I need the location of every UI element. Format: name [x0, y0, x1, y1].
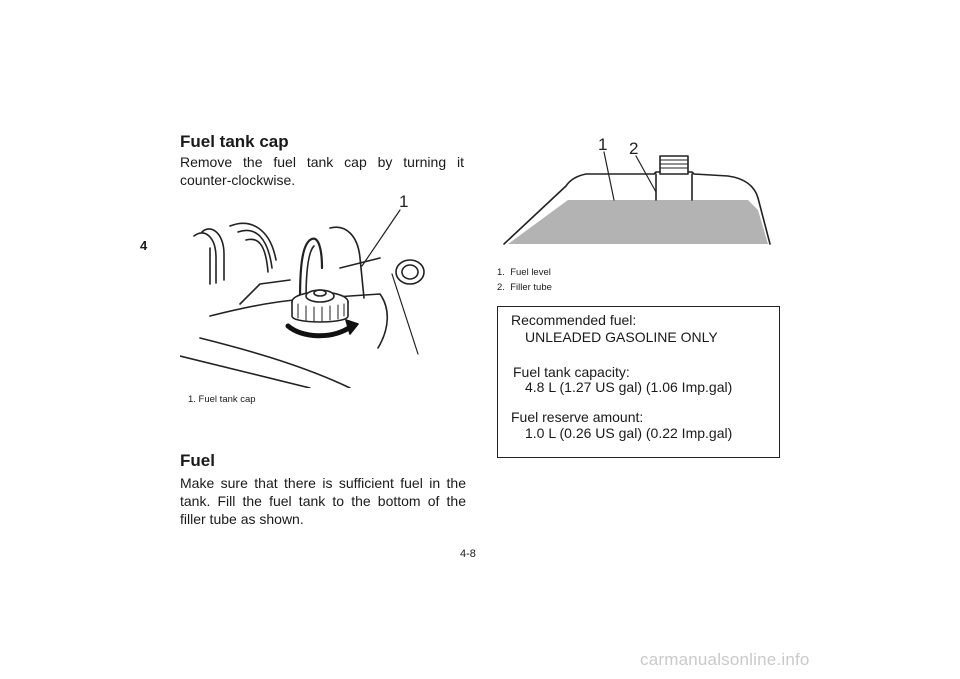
caption-fuel-level: 1. Fuel level [497, 267, 551, 278]
fuel-tank-cap-paragraph: Remove the fuel tank cap by turning it c… [180, 154, 464, 188]
fuel-tank-capacity-label: Fuel tank capacity: [513, 364, 630, 380]
chapter-number: 4 [140, 238, 148, 253]
fuel-tank-cap-illustration: 1 [180, 192, 425, 388]
fuel-paragraph: Make sure that there is sufficient fuel … [180, 475, 466, 527]
fuel-tank-capacity-value: 4.8 L (1.27 US gal) (1.06 Imp.gal) [525, 379, 733, 395]
figure-callout-2: 2 [629, 139, 638, 158]
fuel-reserve-label: Fuel reserve amount: [511, 409, 644, 425]
figure-caption-fuel: 1. Fuel level 2. Filler tube [497, 265, 552, 295]
fuel-spec-box: Recommended fuel: UNLEADED GASOLINE ONLY… [497, 306, 780, 458]
section-heading-fuel: Fuel [180, 451, 215, 470]
figure-caption-fuel-tank-cap: 1. Fuel tank cap [188, 394, 256, 405]
page-number: 4-8 [460, 548, 476, 560]
figure-callout-1: 1 [399, 192, 408, 211]
watermark: carmanualsonline.info [640, 650, 810, 669]
fuel-tank-level-illustration: 1 2 [503, 135, 771, 245]
recommended-fuel-value: UNLEADED GASOLINE ONLY [525, 329, 718, 345]
recommended-fuel-label: Recommended fuel: [511, 312, 637, 328]
caption-filler-tube: 2. Filler tube [497, 282, 552, 293]
fuel-reserve-value: 1.0 L (0.26 US gal) (0.22 Imp.gal) [525, 425, 733, 441]
figure-callout-1: 1 [598, 135, 607, 154]
section-heading-fuel-tank-cap: Fuel tank cap [180, 132, 289, 151]
